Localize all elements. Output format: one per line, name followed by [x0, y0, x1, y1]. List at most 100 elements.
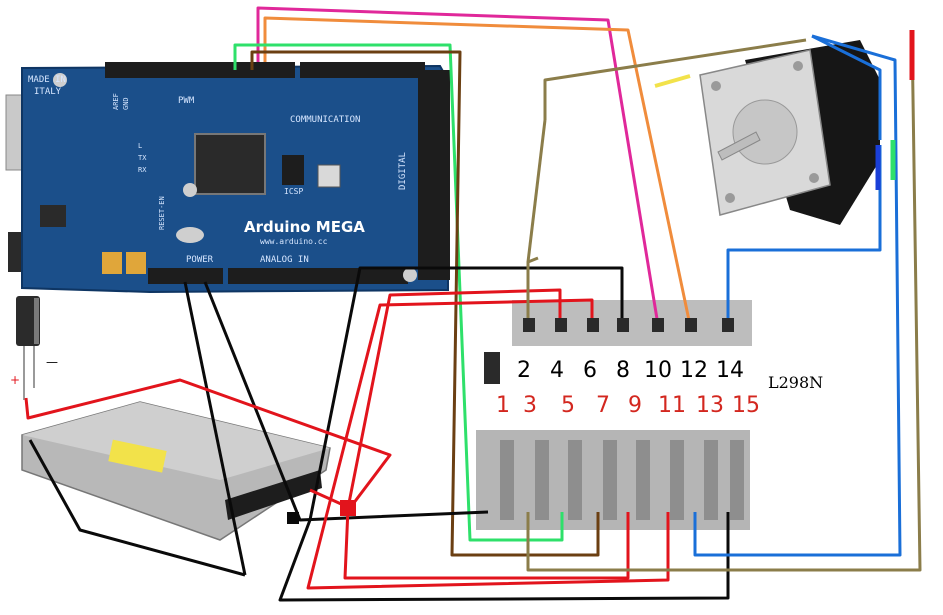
stepper-motor	[699, 40, 880, 225]
chip-body	[488, 346, 752, 430]
pin-leg-9	[636, 440, 650, 520]
mount-hole-2	[183, 183, 197, 197]
chip-heat-tab	[484, 352, 500, 384]
wire-blue-2	[693, 34, 902, 557]
chip-name-label: L298N	[768, 373, 823, 392]
mount-hole-br	[809, 173, 819, 183]
icsp-header	[282, 155, 304, 185]
mount-hole-1	[53, 73, 67, 87]
pad-4	[555, 318, 567, 332]
power-label: POWER	[186, 255, 214, 265]
gnd-label: GND	[122, 97, 130, 110]
wire-olive-1b	[543, 38, 807, 120]
header-communication	[300, 62, 425, 78]
pin-label-5: 5	[561, 393, 575, 418]
wire-olive-2	[526, 29, 922, 572]
crystal	[176, 227, 204, 243]
l298n-chip: 2 4 6 8 10 12 14 1 3 5 7 9 11 13 15 L298…	[476, 300, 823, 530]
electrolytic-capacitor: + —	[10, 296, 58, 400]
mount-hole-tl	[711, 81, 721, 91]
header-digital	[418, 70, 450, 280]
pin-label-4: 4	[550, 358, 564, 383]
l-led-label: L	[138, 142, 142, 150]
wire-black-gnd-2	[28, 439, 246, 577]
wire-black-gnd-4	[278, 266, 730, 602]
power-supply	[21, 401, 331, 541]
pin-label-13: 13	[696, 393, 724, 418]
brand-label: Arduino MEGA	[244, 218, 365, 236]
pad-10	[652, 318, 664, 332]
url-label: www.arduino.cc	[260, 237, 328, 246]
pin-label-7: 7	[596, 393, 610, 418]
pin-leg-11	[670, 440, 684, 520]
pin-label-14: 14	[716, 358, 744, 383]
mount-hole-3	[403, 268, 417, 282]
tantalum-capacitor-2	[126, 252, 146, 274]
wire-orange	[263, 16, 692, 326]
reset-en-label: RESET-EN	[158, 196, 166, 230]
pin-leg-5	[568, 440, 582, 520]
pad-2	[523, 318, 535, 332]
pin-label-15: 15	[732, 393, 760, 418]
chip-top-pads	[523, 318, 734, 332]
wire-blue-3	[811, 34, 882, 140]
psu-top	[22, 402, 330, 480]
capacitor-minus-label: —	[46, 355, 58, 369]
psu-label-sticker	[108, 439, 167, 473]
mount-hole-tr	[793, 61, 803, 71]
header-power	[148, 268, 223, 284]
header-pwm	[105, 62, 295, 78]
arduino-mega-board: MADE IN ITALY PWM COMMUNICATION DIGITAL …	[5, 62, 450, 294]
pin-label-12: 12	[680, 358, 708, 383]
analog-in-label: ANALOG IN	[260, 255, 309, 265]
pad-8	[617, 318, 629, 332]
motor-shaft	[717, 131, 761, 161]
pin-label-6: 6	[583, 358, 597, 383]
pin-leg-3	[535, 440, 549, 520]
capacitor-plus-label: +	[10, 373, 20, 387]
pin-label-3: 3	[523, 393, 537, 418]
rx-led-label: RX	[138, 166, 147, 174]
italy-label: ITALY	[34, 87, 62, 97]
tantalum-capacitor-1	[102, 252, 122, 274]
wire-yellow-segment	[654, 74, 691, 88]
junction-black	[287, 512, 299, 524]
tx-led-label: TX	[138, 154, 147, 162]
wire-black-gnd-1	[183, 281, 247, 576]
aref-label: AREF	[112, 93, 120, 110]
header-analog	[228, 268, 408, 284]
reset-button	[317, 164, 341, 188]
wire-magenta	[256, 6, 660, 326]
wire-blue-1	[726, 145, 882, 325]
wire-black-gnd-3	[203, 281, 489, 522]
pin-label-2: 2	[517, 358, 531, 383]
atmega-chip	[194, 133, 266, 195]
pin-leg-13	[704, 440, 718, 520]
pin-label-11: 11	[658, 393, 686, 418]
wire-olive-1c	[526, 119, 547, 263]
pin-leg-15	[730, 440, 744, 520]
junction-red	[340, 500, 356, 516]
pad-12	[685, 318, 697, 332]
pin-label-8: 8	[616, 358, 630, 383]
motor-boss	[732, 99, 798, 165]
pad-14	[722, 318, 734, 332]
pwm-label: PWM	[178, 96, 195, 106]
pin-label-10: 10	[644, 358, 672, 383]
psu-terminal-block	[225, 470, 322, 520]
pad-6	[587, 318, 599, 332]
chip-top-pins	[512, 300, 752, 346]
made-in-label: MADE IN	[28, 75, 66, 85]
pin-leg-7	[603, 440, 617, 520]
icsp-label: ICSP	[284, 187, 303, 196]
mount-hole-bl	[725, 193, 735, 203]
capacitor-stripe	[34, 298, 39, 344]
regulator	[40, 205, 66, 227]
pin-leg-1	[500, 440, 514, 520]
pin-label-9: 9	[628, 393, 642, 418]
digital-label: DIGITAL	[398, 152, 408, 190]
communication-label: COMMUNICATION	[290, 115, 360, 125]
pin-label-1: 1	[496, 393, 510, 418]
